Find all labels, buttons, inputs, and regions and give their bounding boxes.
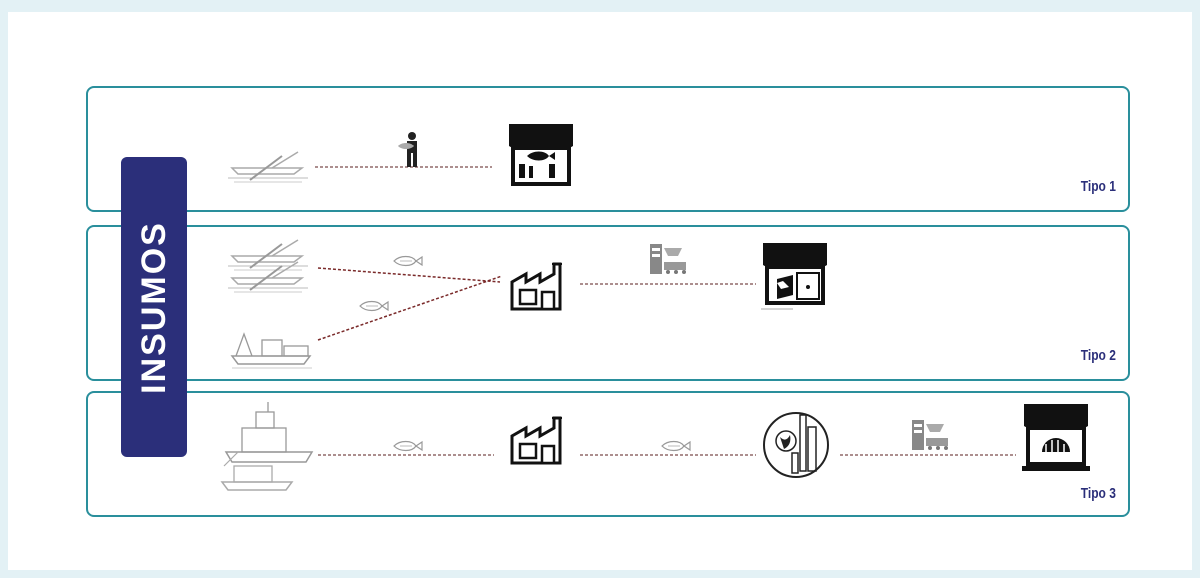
global-city-icon [764,413,828,477]
processing-machine-icon [650,244,686,274]
fish-icon [394,442,422,451]
rowboat-icon [228,240,308,292]
factory-icon [512,418,562,463]
international-market-icon [1022,404,1090,471]
ships-icon [222,402,312,490]
fisherman-icon [398,132,417,167]
rowboat-icon [228,152,308,182]
processing-machine-icon [912,420,948,450]
fish-icon [394,257,422,266]
connector-line [318,268,500,282]
factory-icon [512,264,562,309]
store-icon [761,243,827,309]
fishing-ship-icon [232,334,312,368]
fish-market-icon [509,124,573,184]
fish-icon [360,302,388,311]
connector-line [318,276,502,340]
fish-icon [662,442,690,451]
